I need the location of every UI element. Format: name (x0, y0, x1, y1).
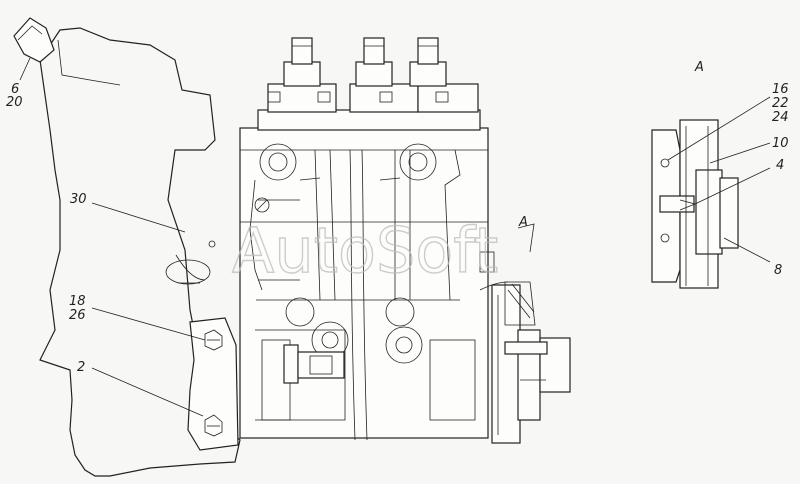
label-22: 22 (772, 96, 789, 111)
pump-body (239, 127, 489, 439)
label-view-a-ref: A (518, 215, 528, 230)
label-20: 20 (6, 95, 23, 110)
label-10: 10 (772, 136, 789, 151)
label-2: 2 (77, 360, 85, 375)
label-8: 8 (774, 263, 782, 278)
watermark-text: AutoSoft (232, 214, 498, 287)
label-16: 16 (772, 82, 789, 97)
label-view-a: A (694, 60, 704, 75)
mounting-bracket (187, 317, 239, 451)
side-fitting (283, 344, 345, 384)
fitting-6-20 (13, 17, 55, 63)
fuel-channels (299, 149, 461, 441)
label-26: 26 (69, 308, 86, 323)
label-6: 6 (11, 82, 19, 97)
label-24: 24 (772, 110, 789, 125)
label-30: 30 (70, 192, 87, 207)
label-18: 18 (69, 294, 86, 309)
callout-labels: 6 20 30 18 26 2 A A 16 22 24 10 4 8 (6, 60, 789, 375)
pump-housing (39, 27, 241, 477)
leader-lines (19, 57, 771, 417)
drive-coupling (479, 251, 571, 444)
delivery-valves (257, 37, 481, 131)
view-a-detail (651, 119, 739, 289)
label-4: 4 (776, 158, 784, 173)
